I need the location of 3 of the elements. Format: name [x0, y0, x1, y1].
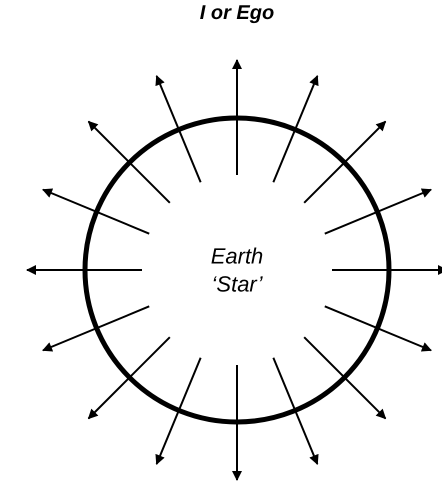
circle-label: Earth ‘Star’	[210, 242, 264, 298]
earth-circle	[82, 115, 392, 425]
title: I or Ego	[198, 2, 276, 25]
